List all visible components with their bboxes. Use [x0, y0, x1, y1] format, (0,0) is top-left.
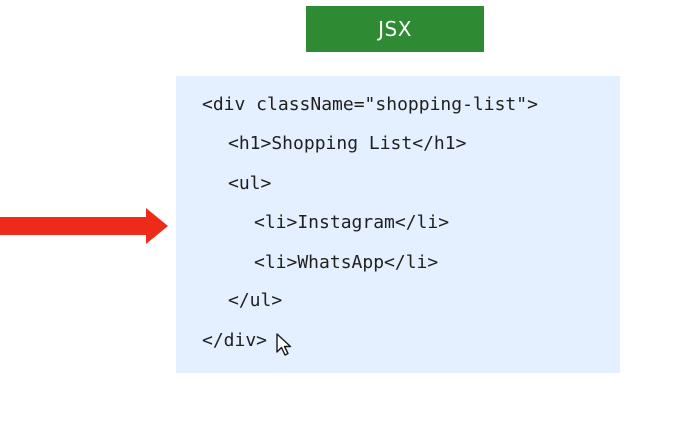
code-line-3: <ul>	[228, 173, 272, 194]
code-line-7: </div>	[202, 330, 268, 351]
mouse-cursor-icon	[276, 333, 292, 356]
jsx-title-label: JSX	[378, 17, 412, 41]
code-line-4: <li>Instagram</li>	[254, 212, 450, 233]
code-line-6: </ul>	[228, 290, 283, 311]
code-line-5: <li>WhatsApp</li>	[254, 252, 439, 273]
code-line-1: <div className="shopping-list">	[202, 94, 538, 115]
code-line-2: <h1>Shopping List</h1>	[228, 133, 467, 154]
right-arrow-icon	[0, 208, 168, 244]
code-block: <div className="shopping-list"> <h1>Shop…	[176, 76, 620, 373]
jsx-title-badge: JSX	[306, 6, 484, 52]
